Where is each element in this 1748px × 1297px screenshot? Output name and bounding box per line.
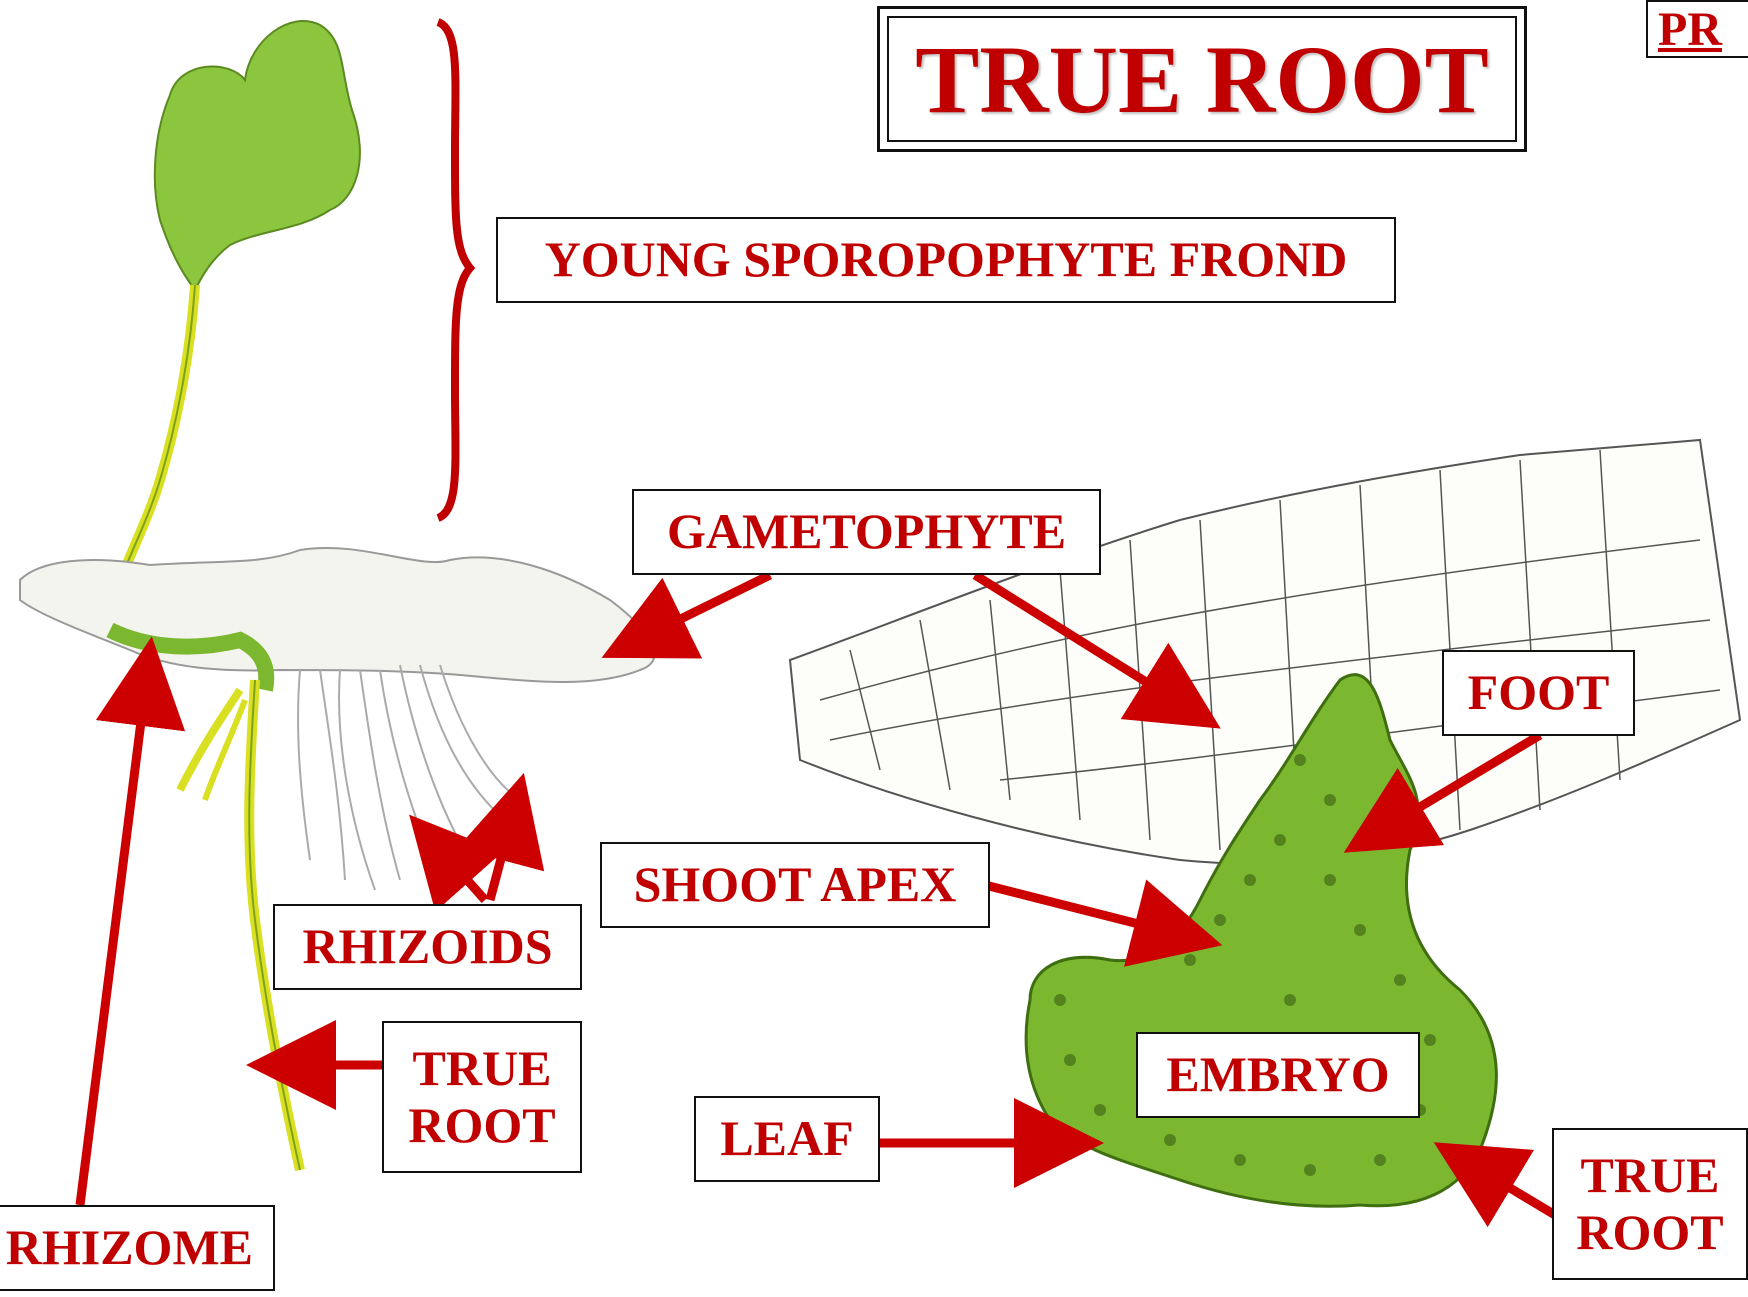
label-shoot-apex: SHOOT APEX (600, 842, 990, 928)
frond-blade (155, 21, 360, 290)
label-rhizoids: RHIZOIDS (273, 904, 582, 990)
page-title: TRUE ROOT (887, 16, 1517, 142)
label-foot: FOOT (1442, 650, 1635, 736)
corner-tag: PR (1646, 0, 1748, 58)
label-true-root-left: TRUE ROOT (382, 1021, 582, 1173)
label-gametophyte: GAMETOPHYTE (632, 489, 1101, 575)
arrow-rhizoids-a (445, 855, 485, 900)
arrow-shoot-apex (985, 885, 1170, 932)
label-embryo: EMBRYO (1136, 1032, 1420, 1118)
label-rhizome: RHIZOME (0, 1205, 275, 1291)
label-leaf: LEAF (694, 1096, 880, 1182)
arrow-rhizoids-b (490, 825, 510, 900)
label-true-root-left-line2: ROOT (408, 1097, 555, 1155)
label-true-root-right-line2: ROOT (1576, 1204, 1723, 1262)
rhizoids-shape (298, 665, 520, 890)
frond-bracket (438, 22, 470, 518)
gametophyte-body (20, 548, 654, 682)
arrow-gametophyte-left (650, 575, 770, 634)
label-true-root-right-line1: TRUE (1581, 1147, 1720, 1205)
label-young-frond: YOUNG SPOROPOPHYTE FROND (496, 217, 1396, 303)
label-true-root-left-line1: TRUE (413, 1040, 552, 1098)
arrow-rhizome (80, 690, 145, 1205)
label-true-root-right: TRUE ROOT (1552, 1128, 1748, 1280)
arrow-true-root-right (1480, 1170, 1560, 1218)
title-box: TRUE ROOT (877, 6, 1527, 152)
